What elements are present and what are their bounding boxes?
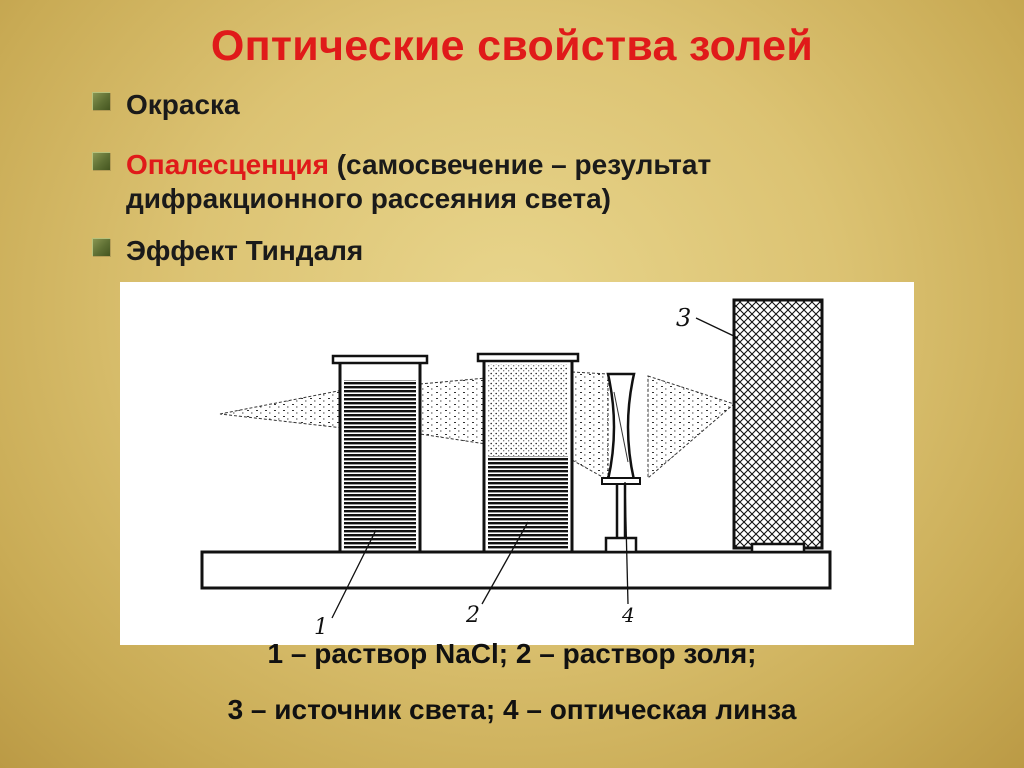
tyndall-diagram: 1 2 4 3 bbox=[120, 282, 914, 645]
figure-label-3: 3 bbox=[676, 304, 691, 332]
light-cone-middle bbox=[419, 377, 487, 445]
caption-line-1: 1 – раствор NaCl; 2 – раствор золя; bbox=[267, 638, 757, 669]
bullet-highlight: Опалесценция bbox=[126, 149, 329, 180]
optical-lens bbox=[601, 372, 641, 554]
bullet-rest: (самосвечение – результат дифракционного… bbox=[126, 149, 712, 214]
bullet-text: Эффект Тиндаля bbox=[126, 235, 364, 266]
light-cone-left bbox=[219, 389, 344, 429]
figure-label-1: 1 bbox=[314, 615, 328, 640]
light-cone-right bbox=[571, 371, 609, 481]
square-bullet-icon bbox=[92, 92, 110, 110]
tyndall-diagram-svg: 1 2 4 3 bbox=[200, 298, 832, 640]
sol-scattering bbox=[488, 364, 568, 456]
bullet-item-tyndall: Эффект Тиндаля bbox=[92, 234, 363, 268]
caption-line-2: 3 – источник света; 4 – оптическая линза bbox=[227, 694, 797, 725]
square-bullet-icon bbox=[92, 152, 110, 170]
bullet-text: Окраска bbox=[126, 89, 240, 120]
base-plate bbox=[200, 550, 832, 590]
light-cone-source bbox=[647, 375, 735, 480]
bullet-item-coloring: Окраска bbox=[92, 88, 240, 122]
figure-label-4: 4 bbox=[621, 603, 635, 627]
bullet-item-opalescence: Опалесценция (самосвечение – результат д… bbox=[92, 148, 892, 216]
sol-solution bbox=[488, 456, 568, 550]
light-source bbox=[732, 298, 824, 550]
slide-title: Оптические свойства золей bbox=[210, 22, 814, 70]
figure-label-2: 2 bbox=[465, 603, 480, 628]
nacl-solution bbox=[344, 380, 416, 550]
bullet-text: Опалесценция (самосвечение – результат д… bbox=[126, 148, 892, 216]
square-bullet-icon bbox=[92, 238, 110, 256]
